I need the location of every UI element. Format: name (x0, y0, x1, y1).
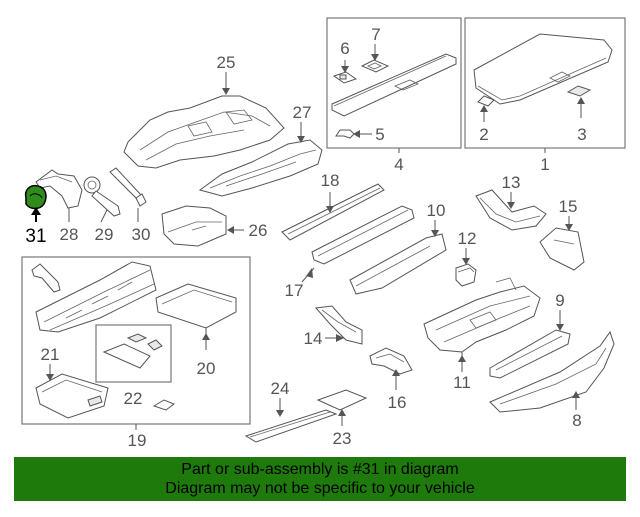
label-15: 15 (559, 197, 578, 216)
part-1-shelf[interactable] (473, 33, 613, 105)
part-26-mat[interactable] (161, 205, 227, 247)
label-13: 13 (502, 173, 521, 192)
part-30[interactable] (109, 167, 147, 207)
part-3[interactable] (566, 85, 592, 97)
part-29[interactable] (83, 176, 121, 217)
label-19: 19 (128, 431, 147, 450)
part-17[interactable] (311, 205, 415, 265)
label-22: 22 (124, 389, 143, 408)
part-18-rail[interactable] (281, 183, 385, 241)
banner-line-1: Part or sub-assembly is #31 in diagram (181, 461, 459, 478)
part-22-cover[interactable] (102, 333, 163, 369)
part-10[interactable] (349, 233, 447, 295)
part-6[interactable] (332, 71, 358, 84)
label-14: 14 (304, 329, 323, 348)
part-23[interactable] (316, 389, 368, 411)
label-31-highlighted: 31 (25, 226, 46, 247)
label-27: 27 (293, 103, 312, 122)
label-29: 29 (95, 225, 114, 244)
label-4: 4 (394, 155, 403, 174)
part-13[interactable] (475, 189, 547, 231)
part-19-clip[interactable] (152, 399, 176, 411)
part-19-rod[interactable] (31, 263, 61, 293)
part-31-highlighted[interactable] (24, 184, 47, 222)
part-4-shelf[interactable] (331, 53, 457, 117)
banner-line-2: Diagram may not be specific to your vehi… (165, 480, 475, 497)
label-25: 25 (217, 53, 236, 72)
part-8-trim[interactable] (489, 330, 615, 413)
notice-banner: Part or sub-assembly is #31 in diagram D… (14, 457, 626, 501)
label-20: 20 (197, 359, 216, 378)
label-1: 1 (540, 155, 549, 174)
part-11-floor[interactable] (423, 277, 541, 353)
part-24[interactable] (244, 409, 338, 443)
label-18: 18 (321, 171, 340, 190)
part-14[interactable] (315, 305, 363, 345)
label-8: 8 (572, 411, 581, 430)
label-12: 12 (458, 229, 477, 248)
label-6: 6 (340, 39, 349, 58)
assembly-box-1 (464, 17, 626, 153)
label-2: 2 (479, 125, 488, 144)
label-28: 28 (60, 225, 79, 244)
part-12[interactable] (455, 263, 477, 287)
assembly-box-22 (95, 324, 172, 383)
label-17: 17 (285, 281, 304, 300)
label-26: 26 (249, 221, 268, 240)
label-21: 21 (41, 345, 60, 364)
part-5[interactable] (335, 129, 355, 139)
label-7: 7 (371, 25, 380, 44)
part-7[interactable] (360, 59, 390, 73)
label-16: 16 (388, 393, 407, 412)
part-28[interactable] (35, 169, 83, 209)
label-10: 10 (427, 201, 446, 220)
part-21[interactable] (35, 373, 109, 419)
assembly-box-4 (326, 17, 462, 153)
label-5: 5 (375, 125, 384, 144)
part-2[interactable] (477, 95, 495, 107)
label-24: 24 (271, 379, 290, 398)
label-3: 3 (577, 125, 586, 144)
label-9: 9 (555, 291, 564, 310)
part-25-floor[interactable] (123, 95, 285, 169)
assembly-box-19 (21, 256, 251, 430)
part-27-floor[interactable] (198, 139, 323, 197)
part-16[interactable] (369, 347, 413, 375)
label-11: 11 (453, 373, 471, 392)
label-30: 30 (132, 225, 151, 244)
part-9[interactable] (489, 329, 571, 379)
part-19-panel[interactable] (35, 261, 157, 333)
part-20[interactable] (155, 283, 237, 329)
part-15[interactable] (539, 227, 585, 271)
label-23: 23 (333, 429, 352, 448)
